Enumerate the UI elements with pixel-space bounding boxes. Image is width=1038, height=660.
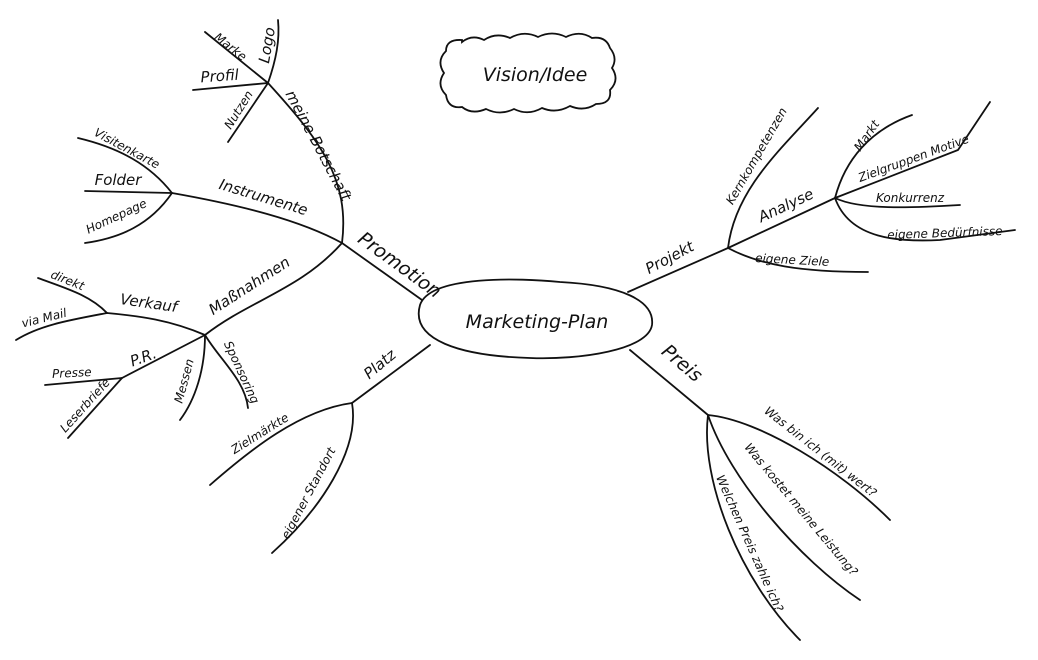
branch-direkt — [37, 277, 108, 314]
branch-ziele — [727, 247, 869, 273]
branch-markt — [834, 114, 913, 199]
markt-label: Markt — [851, 117, 883, 154]
massnahmen-label: Maßnahmen — [205, 253, 293, 319]
branch-botschaft — [267, 82, 345, 244]
verkauf-label: Verkauf — [119, 290, 181, 316]
standort-label: eigener Standort — [278, 444, 339, 541]
center-label: Marketing-Plan — [466, 311, 609, 333]
branch-marke — [204, 31, 269, 84]
branch-zielmaerkte — [209, 402, 353, 486]
kern-label: Kernkompetenzen — [723, 105, 790, 207]
sponsoring-label: Sponsoring — [221, 339, 262, 406]
branch-zielgruppen — [834, 101, 991, 199]
branch-leserbriefe — [67, 377, 123, 439]
branch-logo — [267, 19, 280, 84]
branch-massnahmen — [204, 242, 343, 336]
ziele-label: eigene Ziele — [755, 251, 830, 269]
vision-node: Vision/Idee — [439, 32, 617, 114]
zielgruppen-label: Zielgruppen Motive — [855, 132, 970, 185]
branch-instrumente — [171, 192, 343, 244]
leserbriefe-label: Leserbriefe — [57, 376, 113, 436]
center-node: Marketing-Plan — [417, 278, 653, 360]
platz-label: Platz — [360, 345, 400, 383]
pr-label: P.R. — [128, 344, 159, 370]
visitenkarte-label: Visitenkarte — [92, 125, 162, 171]
konkurrenz-label: Konkurrenz — [876, 191, 945, 205]
branch-profil — [192, 82, 269, 91]
branch-messen — [179, 334, 206, 421]
branch-analyse — [727, 197, 836, 249]
branch-folder — [84, 190, 173, 194]
profil-label: Profil — [200, 66, 240, 87]
branch-homepage — [84, 192, 173, 244]
zahle-label: Welchen Preis zahle ich? — [713, 473, 786, 615]
folder-label: Folder — [95, 171, 143, 189]
branch-verkauf — [106, 312, 206, 336]
beduerfnisse-label: eigene Bedürfnisse — [887, 224, 1003, 242]
branch-wert — [707, 414, 891, 521]
zielmaerkte-label: Zielmärkte — [228, 410, 292, 457]
branch-promotion — [341, 242, 423, 301]
branch-standort — [271, 402, 354, 554]
botschaft-label: meine Botschaft — [282, 87, 356, 205]
branch-nutzen — [227, 82, 269, 143]
branch-presse — [44, 377, 123, 386]
branch-projekt — [627, 247, 729, 293]
promotion-label: Promotion — [354, 228, 446, 303]
center-ellipse — [417, 278, 653, 360]
vision-cloud-shape — [439, 32, 617, 114]
branch-kern — [727, 107, 819, 249]
marke-label: Marke — [212, 30, 250, 64]
branch-via-mail — [15, 312, 108, 341]
branch-visitenkarte — [77, 137, 173, 194]
homepage-label: Homepage — [84, 196, 149, 236]
presse-label: Presse — [52, 365, 92, 381]
projekt-label: Projekt — [642, 237, 698, 278]
branch-leistung — [707, 414, 861, 601]
branch-pr — [121, 334, 206, 379]
vision-label: Vision/Idee — [483, 64, 588, 86]
branch-sponsoring — [204, 334, 249, 409]
branch-konkurrenz — [834, 197, 961, 209]
branch-platz — [351, 344, 431, 404]
branch-zahle — [706, 414, 801, 641]
branch-preis — [629, 349, 709, 416]
branch-beduerfnisse — [834, 197, 1016, 242]
